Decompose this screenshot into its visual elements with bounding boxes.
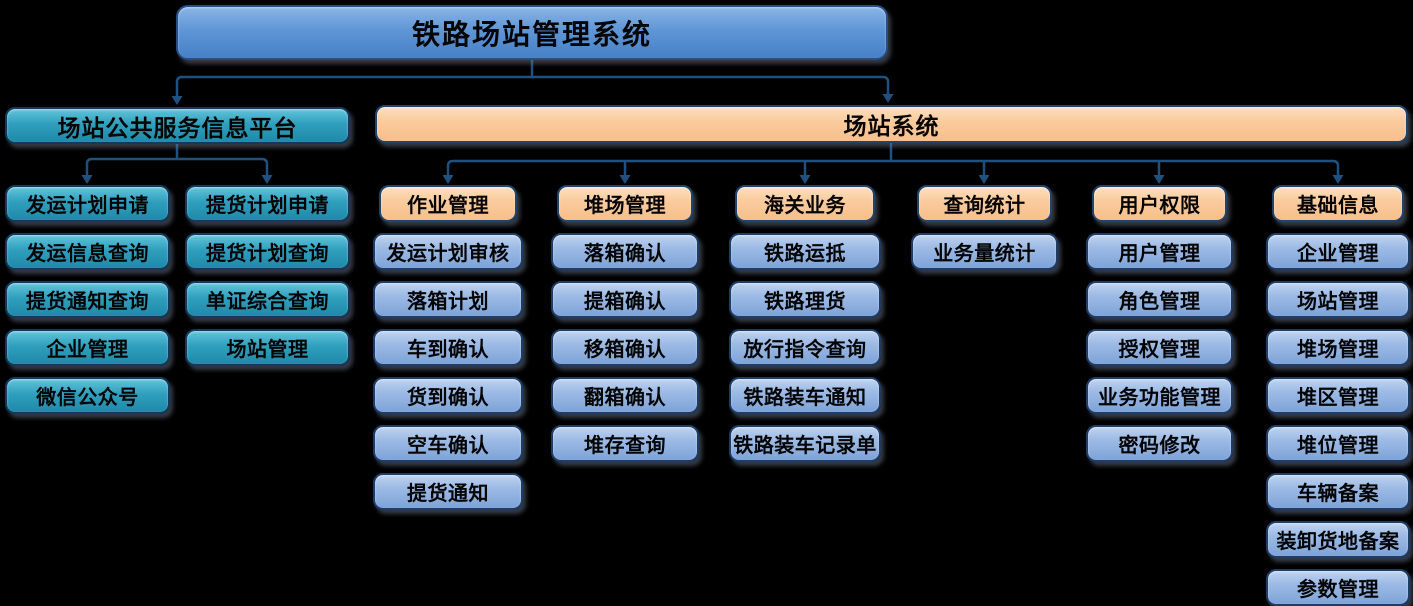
platform-item: 场站管理 xyxy=(185,329,350,366)
branch-station-system: 场站系统 xyxy=(375,105,1408,143)
group-item: 车辆备案 xyxy=(1266,473,1410,510)
group-item: 落箱计划 xyxy=(373,281,523,318)
platform-item: 提货计划查询 xyxy=(185,233,350,270)
group-header: 查询统计 xyxy=(917,185,1052,222)
group-item: 业务量统计 xyxy=(911,233,1058,270)
group-item: 企业管理 xyxy=(1266,233,1410,270)
group-header: 堆场管理 xyxy=(557,185,693,222)
connector-title-branches xyxy=(171,58,894,105)
group-item: 车到确认 xyxy=(373,329,523,366)
branch-public-platform: 场站公共服务信息平台 xyxy=(5,107,350,144)
group-item: 货到确认 xyxy=(373,377,523,414)
group-item: 空车确认 xyxy=(373,425,523,462)
group-item: 铁路装车记录单 xyxy=(729,425,881,462)
platform-item: 提货通知查询 xyxy=(5,281,170,318)
group-item: 授权管理 xyxy=(1086,329,1233,366)
platform-item: 发运信息查询 xyxy=(5,233,170,270)
group-header: 海关业务 xyxy=(735,185,875,222)
group-item: 提箱确认 xyxy=(551,281,699,318)
group-item: 角色管理 xyxy=(1086,281,1233,318)
group-item: 堆存查询 xyxy=(551,425,699,462)
group-header: 基础信息 xyxy=(1272,185,1404,222)
platform-item: 提货计划申请 xyxy=(185,185,350,222)
group-item: 翻箱确认 xyxy=(551,377,699,414)
group-item: 参数管理 xyxy=(1266,569,1410,606)
platform-item: 发运计划申请 xyxy=(5,185,170,222)
group-item: 堆位管理 xyxy=(1266,425,1410,462)
group-header: 用户权限 xyxy=(1092,185,1227,222)
group-item: 移箱确认 xyxy=(551,329,699,366)
group-item: 堆场管理 xyxy=(1266,329,1410,366)
group-item: 场站管理 xyxy=(1266,281,1410,318)
group-item: 装卸货地备案 xyxy=(1266,521,1410,558)
group-item: 放行指令查询 xyxy=(729,329,881,366)
connector-system-groups xyxy=(442,141,1344,184)
diagram-root-title: 铁路场站管理系统 xyxy=(176,5,888,60)
group-item: 铁路理货 xyxy=(729,281,881,318)
group-item: 堆区管理 xyxy=(1266,377,1410,414)
group-item: 发运计划审核 xyxy=(373,233,523,270)
connector-platform-children xyxy=(81,142,273,184)
platform-item: 微信公众号 xyxy=(5,377,170,414)
group-header: 作业管理 xyxy=(379,185,517,222)
group-item: 用户管理 xyxy=(1086,233,1233,270)
group-item: 业务功能管理 xyxy=(1086,377,1233,414)
group-item: 铁路运抵 xyxy=(729,233,881,270)
group-item: 密码修改 xyxy=(1086,425,1233,462)
platform-item: 企业管理 xyxy=(5,329,170,366)
group-item: 落箱确认 xyxy=(551,233,699,270)
group-item: 铁路装车通知 xyxy=(729,377,881,414)
platform-item: 单证综合查询 xyxy=(185,281,350,318)
group-item: 提货通知 xyxy=(373,473,523,510)
